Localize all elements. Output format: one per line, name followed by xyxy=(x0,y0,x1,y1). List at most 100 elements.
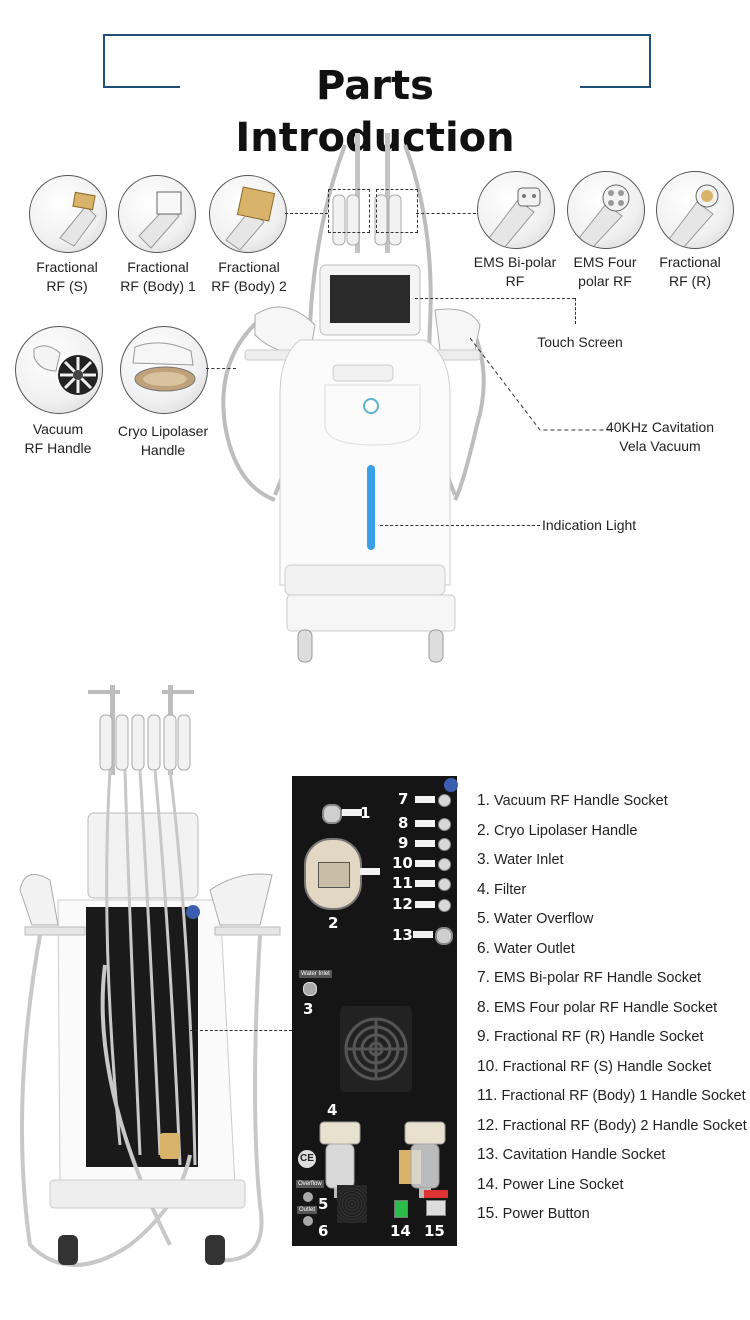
parts-list-item: 14. Power Line Socket xyxy=(477,1176,624,1194)
parts-list-item: 5. Water Overflow xyxy=(477,910,593,928)
fractional-rf-s-handle-icon xyxy=(59,191,97,247)
socket-tag xyxy=(415,880,435,887)
ems-four-polar-handle-icon xyxy=(575,184,630,248)
cryo-connector xyxy=(206,368,236,369)
fractional-rf-body2-handle-image xyxy=(209,175,287,253)
machine-front-illustration xyxy=(221,133,486,663)
panel-number-4: 4 xyxy=(327,1101,338,1119)
power-line-socket-icon xyxy=(426,1200,446,1216)
parts-list-text: Fractional RF (Body) 2 Handle Socket xyxy=(502,1117,747,1134)
water-outlet-port-icon xyxy=(303,1216,313,1226)
parts-list-number: 12. xyxy=(477,1116,499,1134)
parts-list-text: Power Line Socket xyxy=(502,1176,624,1193)
power-button-icon xyxy=(394,1200,408,1218)
parts-list-item: 10. Fractional RF (S) Handle Socket xyxy=(477,1058,711,1076)
fractional-rf-body2-handle-icon xyxy=(225,186,276,251)
panel-number-3: 3 xyxy=(303,1000,314,1018)
page-title: Parts Introduction xyxy=(180,60,570,164)
fractional-rf-s-handle-image xyxy=(29,175,107,253)
parts-list-number: 1. xyxy=(477,792,490,809)
parts-list-item: 8. EMS Four polar RF Handle Socket xyxy=(477,999,717,1017)
socket-tag xyxy=(415,860,435,867)
panel-number-6: 6 xyxy=(318,1222,329,1240)
parts-list-text: EMS Four polar RF Handle Socket xyxy=(493,999,718,1016)
water-inlet-tag: Water Inlet xyxy=(299,970,332,978)
parts-list-number: 5. xyxy=(477,910,490,927)
cavitation-socket-icon xyxy=(435,927,453,945)
cavitation-connector xyxy=(470,338,610,431)
socket-tag xyxy=(342,809,362,816)
panel-number-9: 9 xyxy=(398,834,409,852)
parts-list-item: 12. Fractional RF (Body) 2 Handle Socket xyxy=(477,1117,747,1135)
parts-list-number: 11. xyxy=(477,1087,498,1104)
cooling-fan-icon xyxy=(340,1006,412,1092)
touch-screen-label: Touch Screen xyxy=(537,334,623,350)
parts-list-number: 6. xyxy=(477,939,490,957)
ems-four-polar-handle-image xyxy=(567,171,645,249)
parts-list-number: 4. xyxy=(477,880,490,898)
panel-number-11: 11 xyxy=(392,874,413,892)
ems-bipolar-handle-image xyxy=(477,171,555,249)
ce-mark-icon: CE xyxy=(298,1150,316,1168)
parts-list-text: Vacuum RF Handle Socket xyxy=(493,793,668,809)
parts-list-text: Filter xyxy=(493,881,527,898)
parts-list-text: EMS Bi-polar RF Handle Socket xyxy=(493,970,702,986)
machine-rear-illustration xyxy=(19,685,281,1267)
fractional-rf-r-handle-image xyxy=(656,171,734,249)
cryo-lipolaser-handle-image xyxy=(120,326,208,414)
parts-list-text: Water Inlet xyxy=(493,852,564,868)
panel-number-7: 7 xyxy=(398,790,409,808)
rear-panel-connector xyxy=(190,1030,292,1031)
socket-tag xyxy=(415,796,435,803)
socket-tag xyxy=(415,820,435,827)
outlet-tag: Outlet xyxy=(297,1206,318,1214)
fractional-rf-s-socket-icon xyxy=(438,858,451,871)
ems-bipolar-socket-icon xyxy=(438,794,451,807)
parts-list-item: 15. Power Button xyxy=(477,1205,590,1223)
touch-screen-connector-v xyxy=(575,298,576,324)
panel-number-8: 8 xyxy=(398,814,409,832)
parts-list-number: 10. xyxy=(477,1057,499,1075)
cryo-lipolaser-socket-icon xyxy=(304,838,362,910)
parts-list-text: Water Outlet xyxy=(493,940,575,957)
panel-number-15: 15 xyxy=(424,1222,445,1240)
panel-number-13: 13 xyxy=(392,926,413,944)
fractional-rf-r-handle-icon xyxy=(666,184,719,248)
fractional-rf-body1-handle-icon xyxy=(138,191,182,249)
socket-tag xyxy=(415,901,435,908)
parts-list-number: 9. xyxy=(477,1028,490,1045)
parts-list-text: Power Button xyxy=(502,1206,590,1222)
parts-list-number: 15. xyxy=(477,1205,499,1222)
parts-list-item: 2. Cryo Lipolaser Handle xyxy=(477,822,637,840)
panel-number-12: 12 xyxy=(392,895,413,913)
touch-screen-connector-h xyxy=(415,298,575,299)
indication-light-label: Indication Light xyxy=(542,517,637,533)
parts-list-item: 6. Water Outlet xyxy=(477,940,575,958)
title-frame-line-right xyxy=(580,86,649,88)
socket-tag xyxy=(360,868,380,875)
parts-list-item: 1. Vacuum RF Handle Socket xyxy=(477,792,668,810)
parts-list-text: Cavitation Handle Socket xyxy=(502,1147,666,1163)
warning-label xyxy=(424,1190,448,1198)
parts-list-number: 8. xyxy=(477,998,490,1016)
overflow-tag: Overflow xyxy=(296,1180,324,1188)
handle-connector-right xyxy=(416,213,476,214)
water-inlet-port-icon xyxy=(303,982,317,996)
parts-list-text: Water Overflow xyxy=(493,911,594,927)
fractional-rf-body1-handle-image xyxy=(118,175,196,253)
ems-four-polar-socket-icon xyxy=(438,818,451,831)
socket-tag xyxy=(413,931,433,938)
parts-list-item: 3. Water Inlet xyxy=(477,851,564,869)
parts-list-text: Fractional RF (S) Handle Socket xyxy=(502,1058,712,1075)
right-handle-group-highlight xyxy=(376,189,418,233)
water-overflow-port-icon xyxy=(303,1192,313,1202)
parts-list-item: 13. Cavitation Handle Socket xyxy=(477,1146,665,1164)
parts-list-text: Fractional RF (R) Handle Socket xyxy=(493,1029,704,1045)
vacuum-rf-handle-image xyxy=(15,326,103,414)
